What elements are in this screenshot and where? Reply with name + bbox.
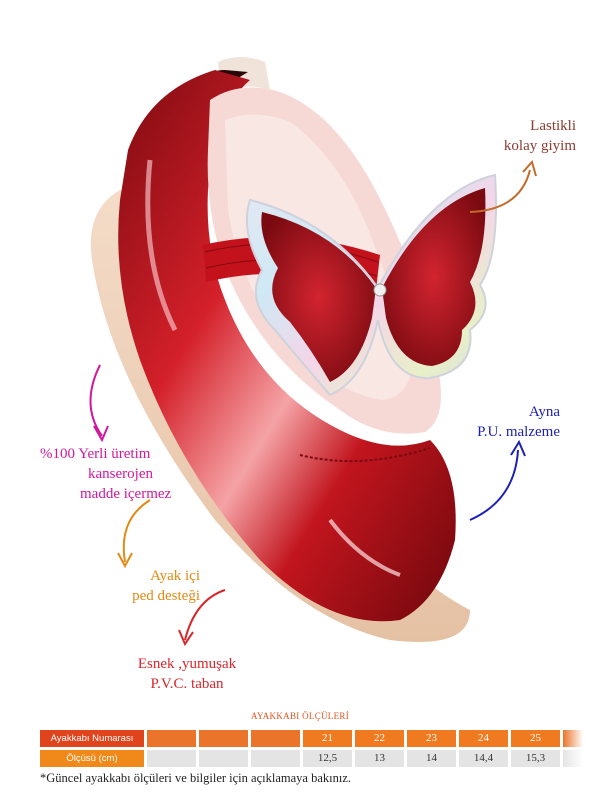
callout-elastic-line: Lastikli [530,118,576,134]
table-cell: 22 [355,730,404,747]
table-cell [199,750,248,767]
size-row-numbers: Ayakkabı Numarası 21 22 23 24 25 [40,730,600,747]
callout-insole-pad: Ayak içi ped desteği [70,566,200,606]
table-cell: 23 [407,730,456,747]
callout-pad-line: ped desteği [132,588,200,604]
size-row-lengths: Ölçüsü (cm) 12,5 13 14 14,4 15,3 [40,750,600,767]
callout-local-line: kanserojen [88,466,153,482]
footnote: *Güncel ayakkabı ölçüleri ve bilgiler iç… [40,771,351,785]
shoe-upper [118,70,456,622]
size-chart-table: Ayakkabı Numarası 21 22 23 24 25 Ölçüsü … [40,730,600,770]
table-cell [563,750,583,767]
table-cell: 12,5 [303,750,352,767]
table-cell: 15,3 [511,750,560,767]
callout-elastic-line: kolay giyim [503,138,576,154]
callout-local-production: %100 Yerli üretim kanserojen madde içerm… [40,444,240,504]
callout-mirror-line: Ayna [528,404,560,420]
callout-arrows [89,159,537,647]
callout-sole: Esnek ,yumuşak P.V.C. taban [112,654,262,694]
callout-elastic: Lastikli kolay giyim [466,116,576,156]
size-row-label: Ölçüsü (cm) [40,750,144,767]
table-cell: 14,4 [459,750,508,767]
table-cell [199,730,248,747]
callout-local-line: madde içermez [80,486,172,502]
callout-local-line: %100 Yerli üretim [40,446,151,462]
callout-sole-line: Esnek ,yumuşak [137,656,237,672]
size-chart-title: AYAKKABI ÖLÇÜLERİ [250,711,350,721]
table-cell [251,750,300,767]
butterfly-ornament [245,173,497,397]
table-cell [563,730,583,747]
table-cell: 24 [459,730,508,747]
callout-pad-line: Ayak içi [150,568,200,584]
table-cell: 14 [407,750,456,767]
table-cell [147,750,196,767]
callout-sole-line: P.V.C. taban [150,676,224,692]
table-cell [251,730,300,747]
product-photo: Lastikli kolay giyim Ayna P.U. malzeme %… [40,57,576,694]
callout-mirror-line: P.U. malzeme [477,424,560,440]
size-row-label: Ayakkabı Numarası [40,730,144,747]
callout-mirror: Ayna P.U. malzeme [452,402,560,442]
table-cell: 13 [355,750,404,767]
shoe-illustration [90,57,497,642]
table-cell: 21 [303,730,352,747]
table-cell [147,730,196,747]
table-cell: 25 [511,730,560,747]
